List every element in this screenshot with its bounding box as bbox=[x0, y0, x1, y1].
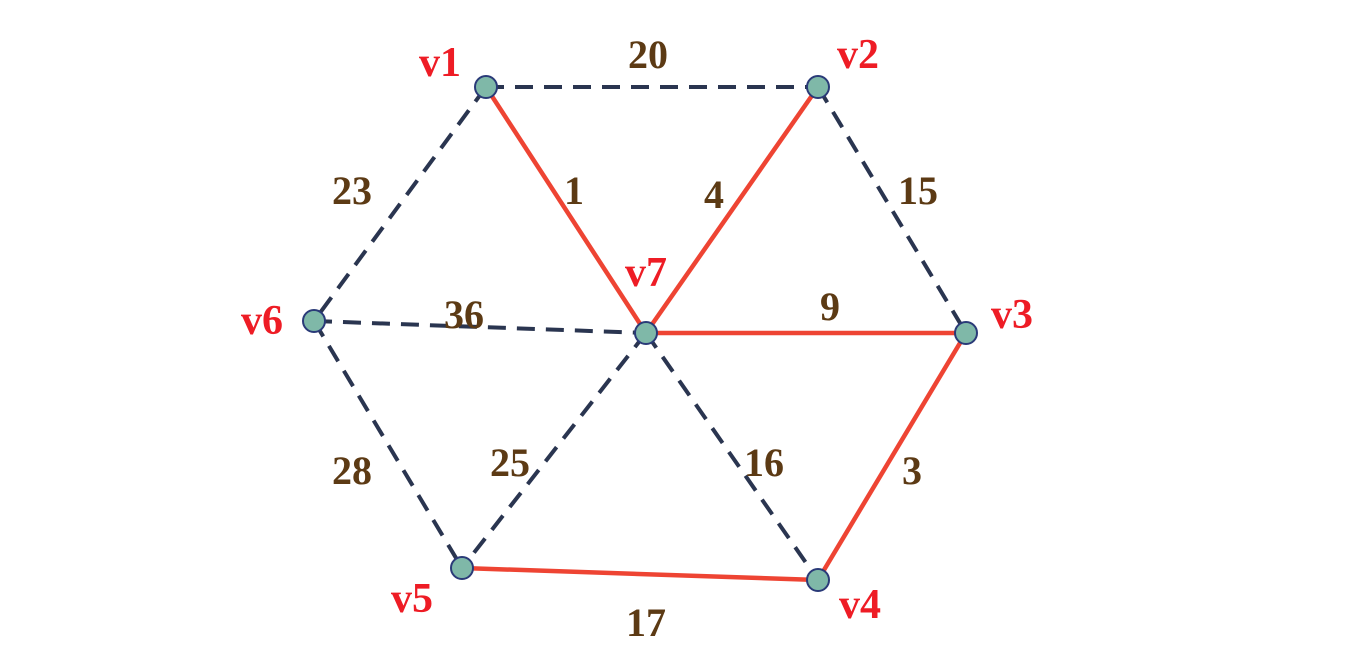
vertex-v3 bbox=[954, 321, 978, 345]
edge-weight-v1-v6: 23 bbox=[332, 168, 372, 213]
edge-v7-v5-dashed bbox=[460, 331, 648, 570]
vertex-labels-layer: v1 v2 v3 v4 v5 v6 v7 bbox=[241, 32, 1033, 628]
edge-v1-v7-tree bbox=[484, 85, 648, 335]
edge-weight-v6-v5: 28 bbox=[332, 448, 372, 493]
edge-weight-v7-v3: 9 bbox=[820, 284, 840, 329]
vertex-v6 bbox=[302, 309, 326, 333]
edge-v1-v6-dashed bbox=[312, 85, 488, 323]
edge-v3-v4-tree bbox=[816, 331, 968, 582]
edge-weight-v7-v4: 16 bbox=[744, 440, 784, 485]
vertex-label-v2: v2 bbox=[837, 32, 879, 78]
edge-weight-v5-v4: 17 bbox=[626, 600, 666, 645]
edge-v7-v4-dashed bbox=[644, 331, 820, 582]
vertices-layer bbox=[302, 75, 978, 592]
vertex-v1 bbox=[474, 75, 498, 99]
vertex-v4 bbox=[806, 568, 830, 592]
edge-v2-v3-dashed bbox=[816, 85, 968, 335]
edge-v2-v7-tree bbox=[644, 85, 820, 335]
vertex-label-v3: v3 bbox=[991, 292, 1033, 338]
edge-weight-v6-v7: 36 bbox=[444, 292, 484, 337]
vertex-label-v6: v6 bbox=[241, 298, 283, 344]
edge-v5-v4-tree bbox=[461, 565, 819, 583]
weights-layer: 20 15 23 1 4 36 9 28 25 16 3 17 bbox=[332, 32, 938, 645]
edge-v6-v5-dashed bbox=[312, 319, 464, 570]
vertex-label-v1: v1 bbox=[419, 40, 461, 86]
edge-weight-v3-v4: 3 bbox=[902, 448, 922, 493]
edges-layer bbox=[312, 85, 968, 583]
edge-weight-v2-v3: 15 bbox=[898, 168, 938, 213]
edge-weight-v2-v7: 4 bbox=[704, 172, 724, 217]
vertex-v7 bbox=[634, 321, 658, 345]
edge-weight-v1-v7: 1 bbox=[564, 168, 584, 213]
vertex-label-v7: v7 bbox=[625, 250, 667, 296]
edge-v6-v7-dashed bbox=[313, 319, 647, 335]
edge-weight-v1-v2: 20 bbox=[628, 32, 668, 77]
vertex-v5 bbox=[450, 556, 474, 580]
edge-weight-v7-v5: 25 bbox=[490, 440, 530, 485]
vertex-label-v5: v5 bbox=[391, 576, 433, 622]
vertex-label-v4: v4 bbox=[839, 582, 881, 628]
vertex-v2 bbox=[806, 75, 830, 99]
